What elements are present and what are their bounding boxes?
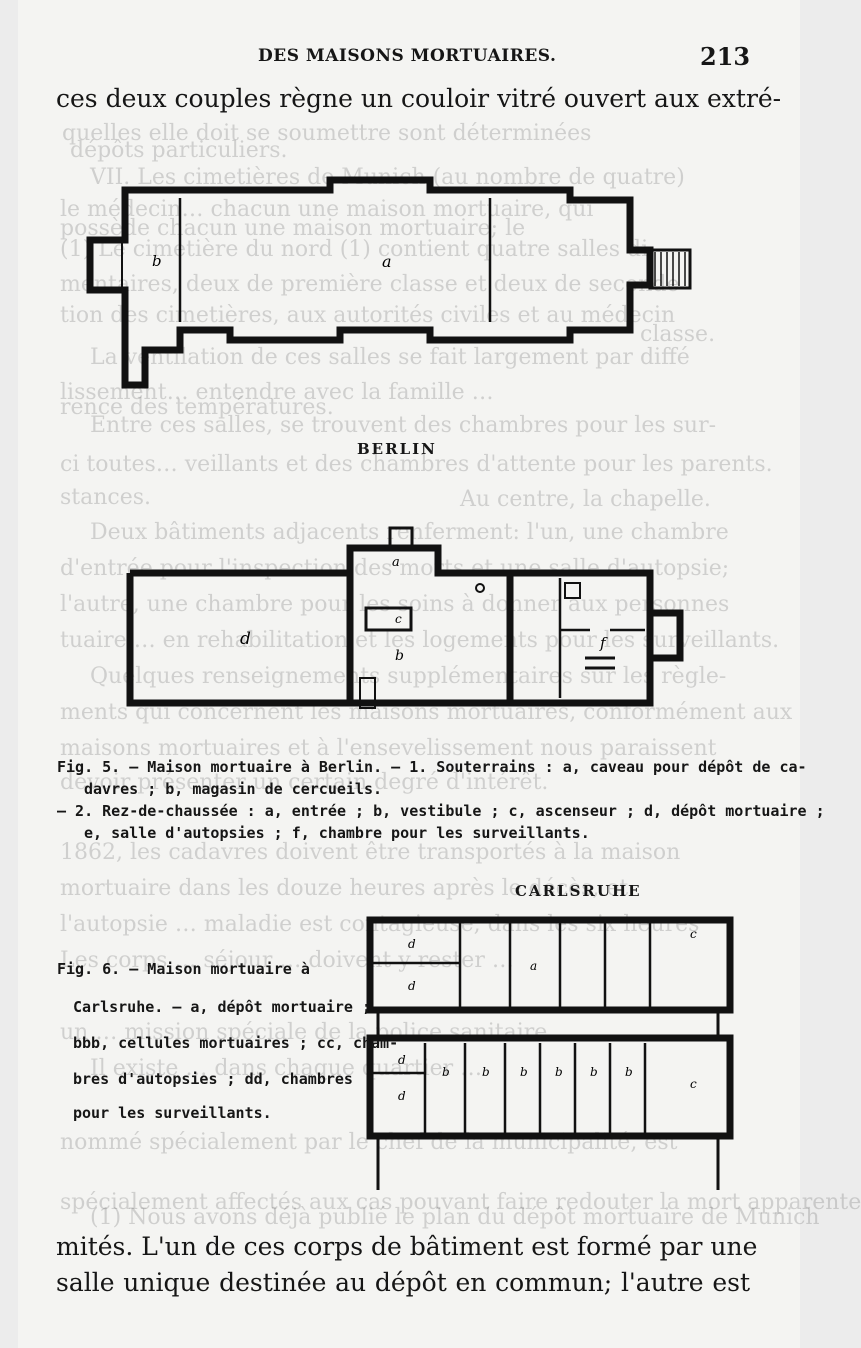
berlin-basement-plan: b a — [86, 176, 692, 389]
text-line-top: ces deux couples règne un couloir vitré … — [56, 84, 782, 113]
text-line-bottom-1: mités. L'un de ces corps de bâtiment est… — [56, 1232, 758, 1261]
room-label: b — [442, 1065, 450, 1079]
room-label: b — [520, 1065, 528, 1079]
carlsruhe-plan: d d a c d d b b b b b b c — [366, 916, 734, 1190]
room-label: d — [240, 629, 251, 649]
room-label: b — [555, 1065, 563, 1079]
room-label: d — [408, 979, 416, 993]
room-label: c — [690, 927, 697, 941]
room-label: a — [530, 959, 537, 973]
room-label: d — [408, 937, 416, 951]
page-header: DES MAISONS MORTUAIRES. 213 — [0, 38, 800, 74]
text-line-bottom-2: salle unique destinée au dépôt en commun… — [56, 1268, 750, 1297]
room-label: f — [599, 634, 608, 652]
room-label: b — [395, 648, 404, 664]
room-label: a — [382, 252, 392, 271]
room-label: c — [395, 612, 402, 626]
page-scan — [18, 0, 800, 1348]
figure-label-berlin: BERLIN — [357, 440, 437, 458]
room-label: b — [152, 252, 162, 270]
berlin-ground-floor-plan: a c b d f — [126, 526, 684, 709]
running-title: DES MAISONS MORTUAIRES. — [258, 46, 557, 66]
room-label: b — [590, 1065, 598, 1079]
room-label: d — [398, 1089, 406, 1103]
room-label: a — [392, 555, 400, 570]
page-number: 213 — [700, 42, 751, 71]
room-label: c — [690, 1077, 697, 1091]
room-label: b — [625, 1065, 633, 1079]
figure-label-carlsruhe: CARLSRUHE — [515, 882, 642, 900]
room-label: b — [482, 1065, 490, 1079]
room-label: d — [398, 1053, 406, 1067]
